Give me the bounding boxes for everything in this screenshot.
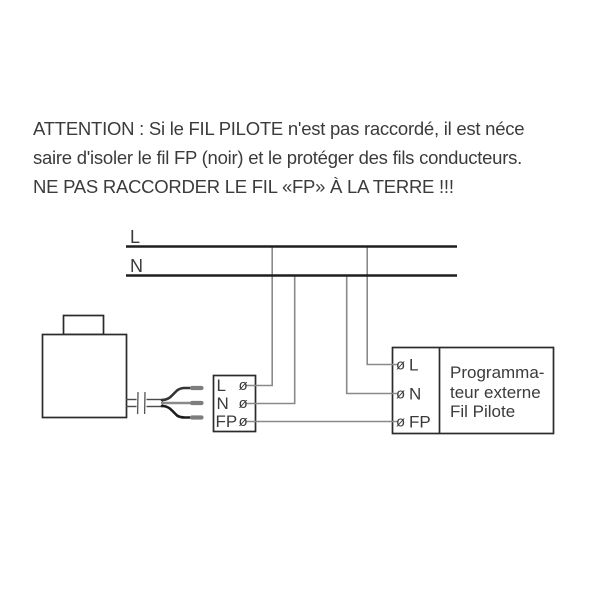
wire-programmer-neutral-to-bus [345,276,398,395]
cable-wire-pilot [160,404,192,419]
heater-top-box [62,314,105,336]
connector-neutral-terminal-icon: ø [239,395,248,412]
connector-live-terminal-icon: ø [239,377,248,394]
neutral-bus-label: N [130,256,143,276]
programmer-pilot-terminal-icon: ø [396,414,405,431]
warning-line-2: saire d'isoler le fil FP (noir) et le pr… [33,147,522,168]
programmer-neutral-terminal-icon: ø [396,386,405,403]
connector-pilot-label: FP [216,412,238,431]
connector-live-label: L [217,376,226,395]
programmer-title-line-3: Fil Pilote [450,402,515,421]
heater-body [41,333,128,419]
programmer-pilot-label: FP [409,413,431,432]
live-bus-label: L [130,227,140,247]
wire-connector-live-to-bus [246,246,273,387]
programmer-neutral-label: N [409,385,421,404]
warning-line-3: NE PAS RACCORDER LE FIL «FP» À LA TERRE … [33,176,454,197]
wire-connector-neutral-to-bus [246,276,296,405]
cable-wire-live [160,386,192,402]
wire-programmer-live-to-bus [366,246,398,366]
programmer-box [391,346,555,435]
warning-text-block: ATTENTION : Si le FIL PILOTE n'est pas r… [33,114,525,201]
programmer-title-line-1: Programma- [450,363,544,382]
programmer-title-line-2: teur externe [450,383,541,402]
warning-line-1: ATTENTION : Si le FIL PILOTE n'est pas r… [33,118,525,139]
connector-neutral-label: N [217,394,229,413]
connector-pilot-terminal-icon: ø [239,413,248,430]
programmer-live-terminal-icon: ø [396,357,405,374]
programmer-live-label: L [409,356,418,375]
